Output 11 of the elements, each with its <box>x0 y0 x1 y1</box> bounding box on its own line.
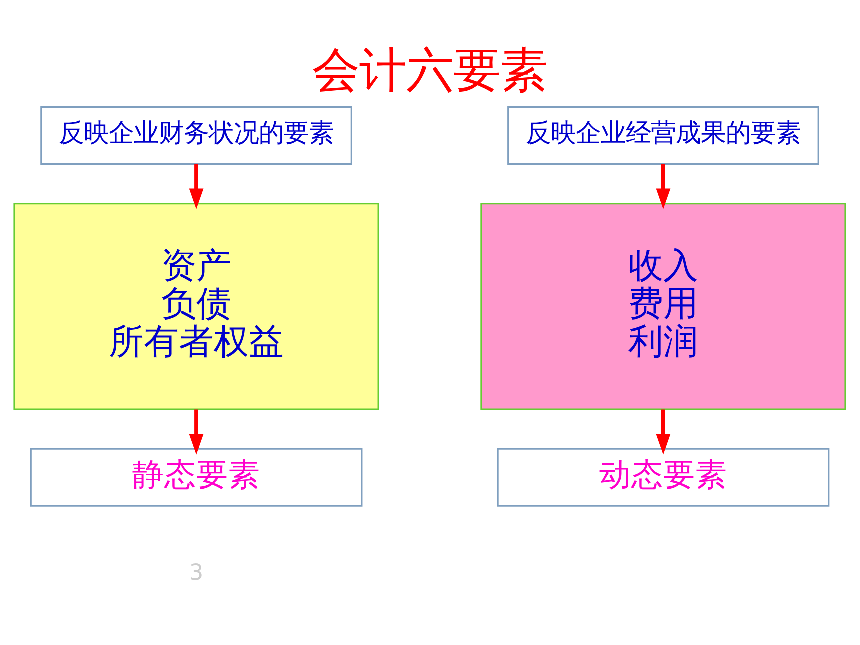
node-box: 反映企业财务状况的要素 <box>40 106 352 165</box>
node-box: 反映企业经营成果的要素 <box>508 106 820 165</box>
arrow <box>189 164 204 210</box>
node-box: 静态要素 <box>30 448 363 507</box>
arrow <box>656 410 671 455</box>
arrow <box>189 410 204 455</box>
arrow <box>656 164 671 210</box>
node-box: 动态要素 <box>497 448 830 507</box>
diagram-title: 会计六要素 <box>312 44 548 99</box>
node-box: 收入 费用 利润 <box>480 203 846 410</box>
node-box: 资产 负债 所有者权益 <box>14 203 380 410</box>
